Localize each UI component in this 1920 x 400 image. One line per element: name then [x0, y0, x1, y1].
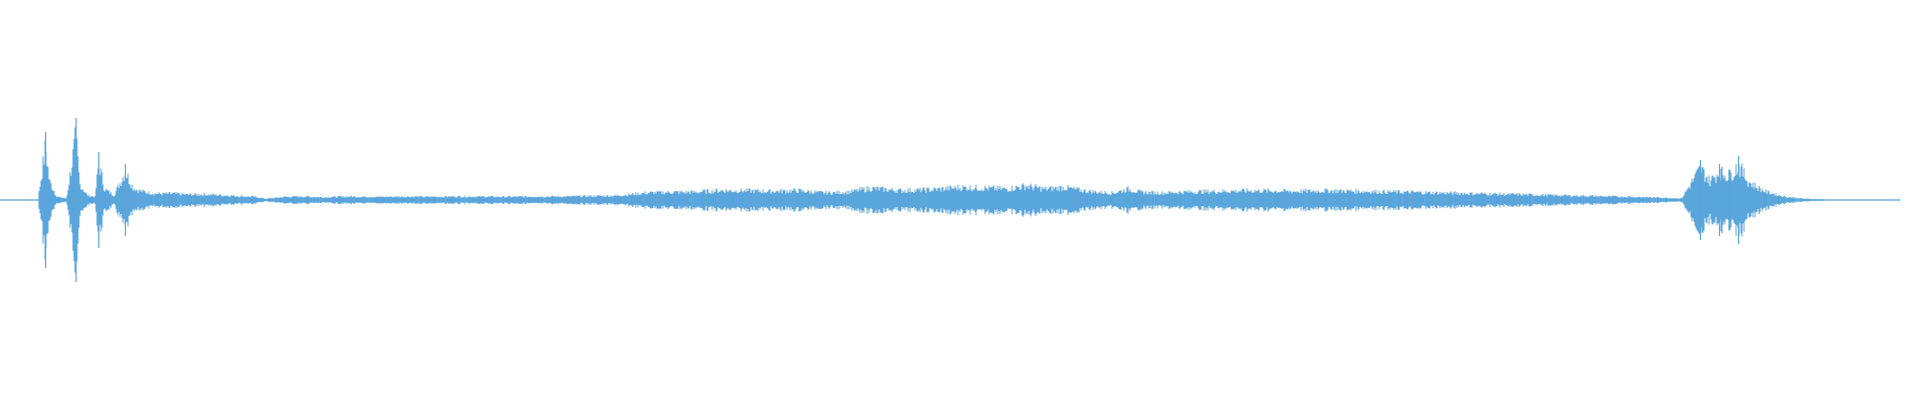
waveform-bars: [0, 118, 1901, 282]
